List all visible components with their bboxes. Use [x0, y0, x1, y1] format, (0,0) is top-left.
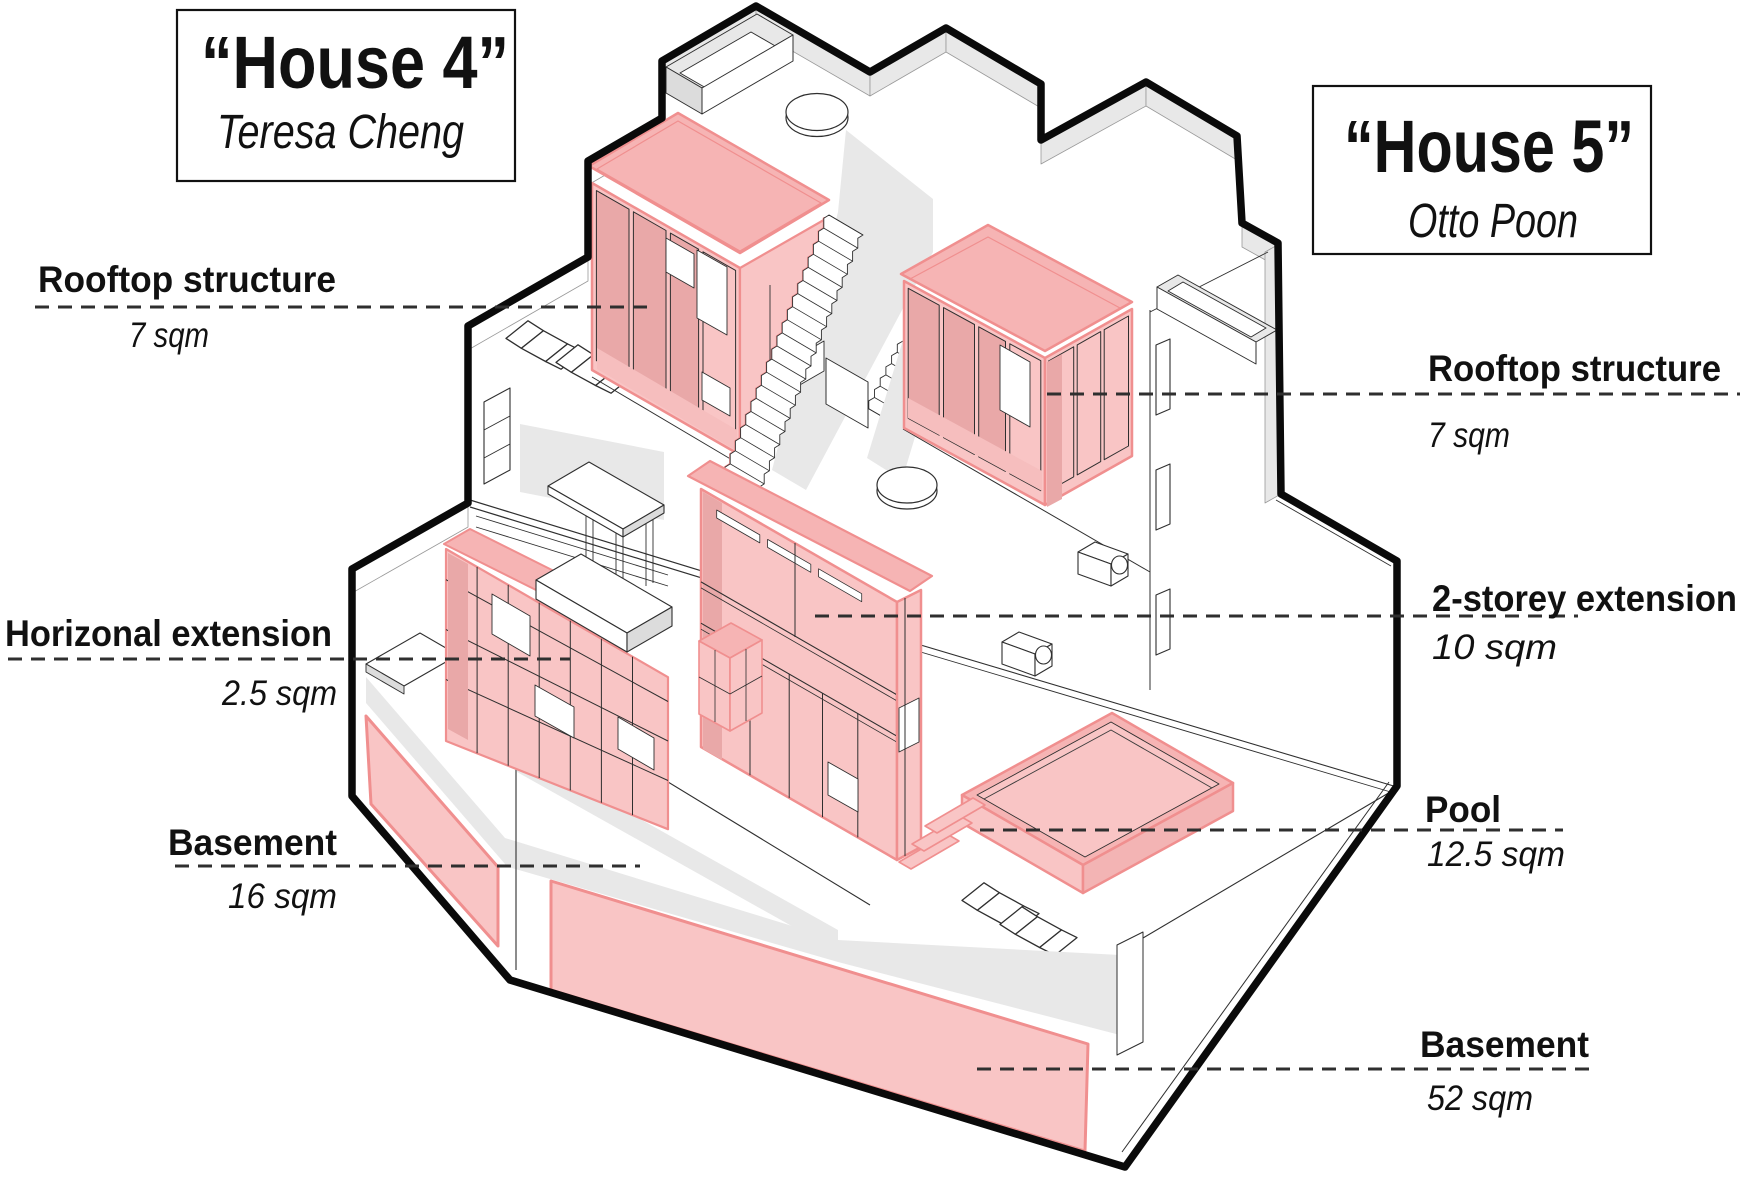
svg-text:12.5 sqm: 12.5 sqm: [1427, 835, 1565, 874]
svg-text:“House 4”: “House 4”: [201, 21, 509, 104]
svg-text:Basement: Basement: [1420, 1024, 1589, 1065]
svg-text:Pool: Pool: [1425, 789, 1501, 830]
svg-text:Basement: Basement: [168, 822, 337, 863]
svg-text:16 sqm: 16 sqm: [228, 877, 337, 916]
svg-text:2-storey extension: 2-storey extension: [1432, 578, 1737, 619]
svg-text:2.5 sqm: 2.5 sqm: [221, 674, 337, 713]
svg-text:Rooftop structure: Rooftop structure: [38, 259, 336, 300]
svg-text:7 sqm: 7 sqm: [1428, 416, 1510, 455]
svg-text:Rooftop structure: Rooftop structure: [1428, 348, 1721, 389]
svg-text:“House 5”: “House 5”: [1344, 105, 1634, 188]
svg-text:Horizonal extension: Horizonal extension: [5, 613, 332, 654]
svg-text:Otto Poon: Otto Poon: [1408, 195, 1578, 248]
svg-text:7 sqm: 7 sqm: [129, 316, 209, 355]
svg-text:10 sqm: 10 sqm: [1432, 628, 1557, 667]
svg-text:52 sqm: 52 sqm: [1427, 1079, 1533, 1118]
svg-text:Teresa Cheng: Teresa Cheng: [217, 106, 464, 159]
